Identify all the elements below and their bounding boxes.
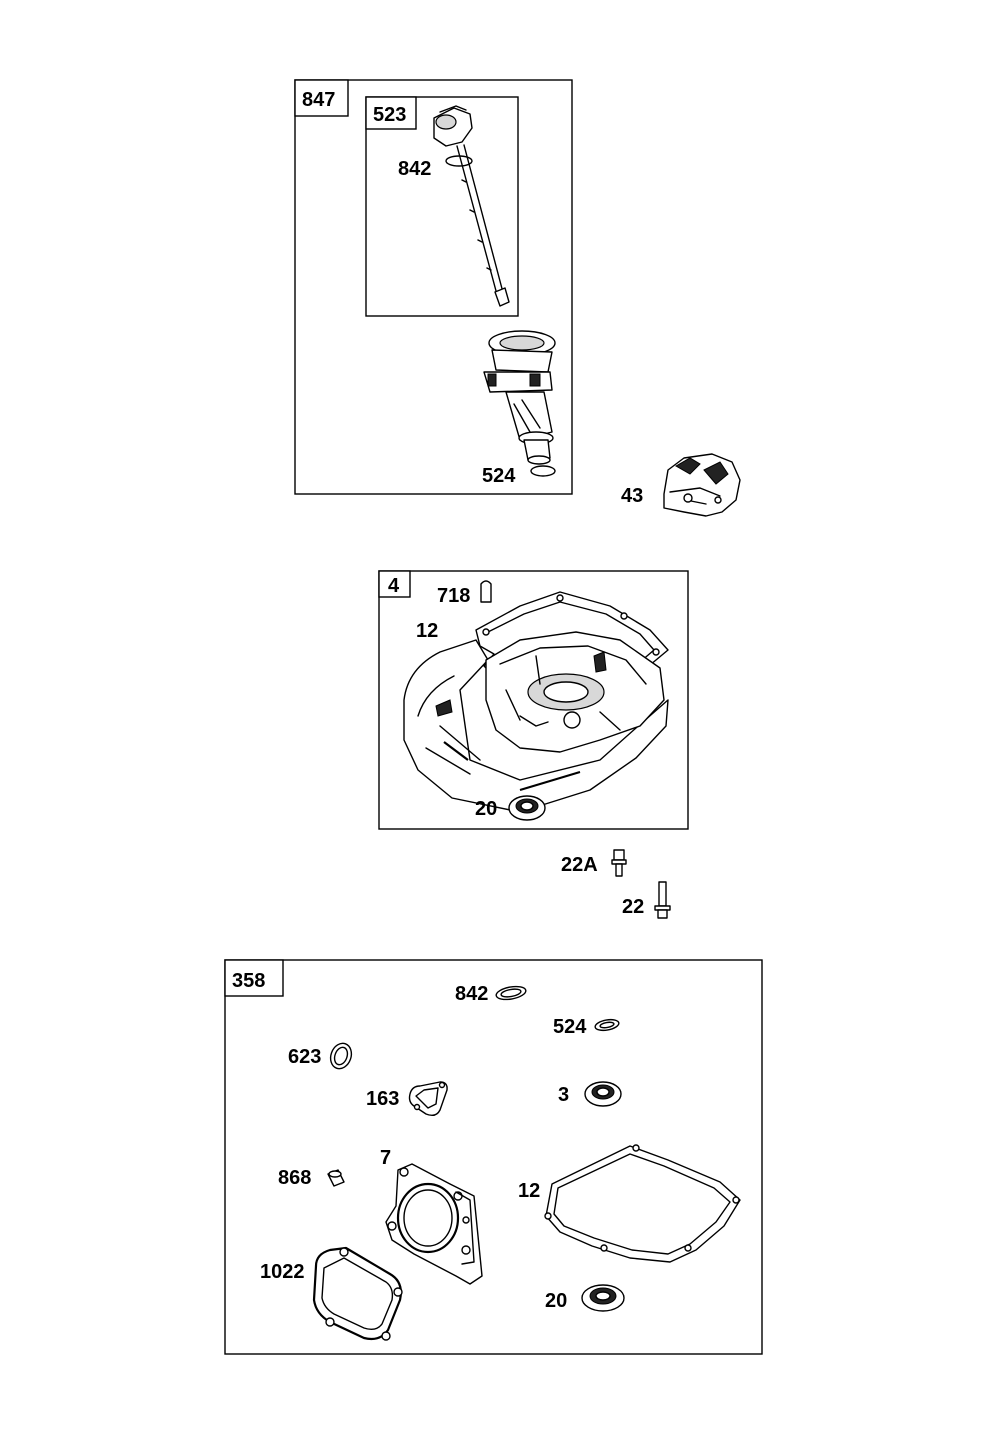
- ref-523: 523: [373, 104, 406, 126]
- ref-43: 43: [621, 485, 643, 507]
- group-358-frame: [224, 959, 763, 1355]
- gasket-163-part: [408, 1081, 448, 1117]
- ref-524-kit: 524: [553, 1016, 587, 1038]
- ref-3: 3: [558, 1084, 569, 1106]
- oring-524-kit-part: [594, 1018, 620, 1032]
- ref-12-mid: 12: [416, 620, 438, 642]
- ref-22A: 22A: [561, 854, 598, 876]
- sump-part: [403, 591, 669, 813]
- oring-524-part: [530, 465, 556, 477]
- ref-20-kit: 20: [545, 1290, 567, 1312]
- ref-20-mid: 20: [475, 798, 497, 820]
- group-523-tab: [365, 96, 417, 130]
- oring-842-kit-part: [495, 985, 527, 1001]
- ref-7: 7: [380, 1147, 391, 1169]
- gasket-1022-part: [312, 1246, 403, 1341]
- ref-358: 358: [232, 970, 265, 992]
- group-4-tab: [378, 570, 411, 598]
- ref-163: 163: [366, 1088, 399, 1110]
- dipstick-part: [433, 105, 510, 307]
- dipstick-tube-part: [483, 330, 556, 465]
- ref-1022: 1022: [260, 1261, 305, 1283]
- dowel-718-part: [480, 580, 492, 603]
- group-847-frame: [294, 79, 573, 495]
- ref-623: 623: [288, 1046, 321, 1068]
- ref-847: 847: [302, 89, 335, 111]
- seal-20-kit-part: [581, 1284, 625, 1312]
- bolt-22: 22: [622, 881, 671, 919]
- head-gasket-7-part: [385, 1163, 483, 1285]
- gasket-12-kit-part: [544, 1144, 741, 1263]
- group-523-frame: [365, 96, 519, 317]
- group-358: 358 842 524 623 163 3 868 7: [224, 959, 763, 1355]
- group-847-tab: [294, 79, 349, 117]
- ref-842-kit: 842: [455, 983, 488, 1005]
- group-4-frame: [378, 570, 689, 830]
- ref-22: 22: [622, 896, 644, 918]
- oring-623-part: [329, 1042, 353, 1070]
- ref-4: 4: [388, 575, 400, 597]
- group-847: 847 523 842: [294, 79, 573, 495]
- seal-20-mid-part: [508, 795, 546, 821]
- group-358-tab: [224, 959, 284, 997]
- ref-842-top: 842: [398, 158, 431, 180]
- part-43: 43: [621, 453, 741, 517]
- group-4: 4 718 12 20: [378, 570, 689, 830]
- seal-3-part: [584, 1081, 622, 1107]
- ref-524-top: 524: [482, 465, 516, 487]
- ref-718: 718: [437, 585, 470, 607]
- plug-868-part: [327, 1169, 345, 1187]
- bolt-22A: 22A: [561, 849, 627, 877]
- ref-868: 868: [278, 1167, 311, 1189]
- ref-12-kit: 12: [518, 1180, 540, 1202]
